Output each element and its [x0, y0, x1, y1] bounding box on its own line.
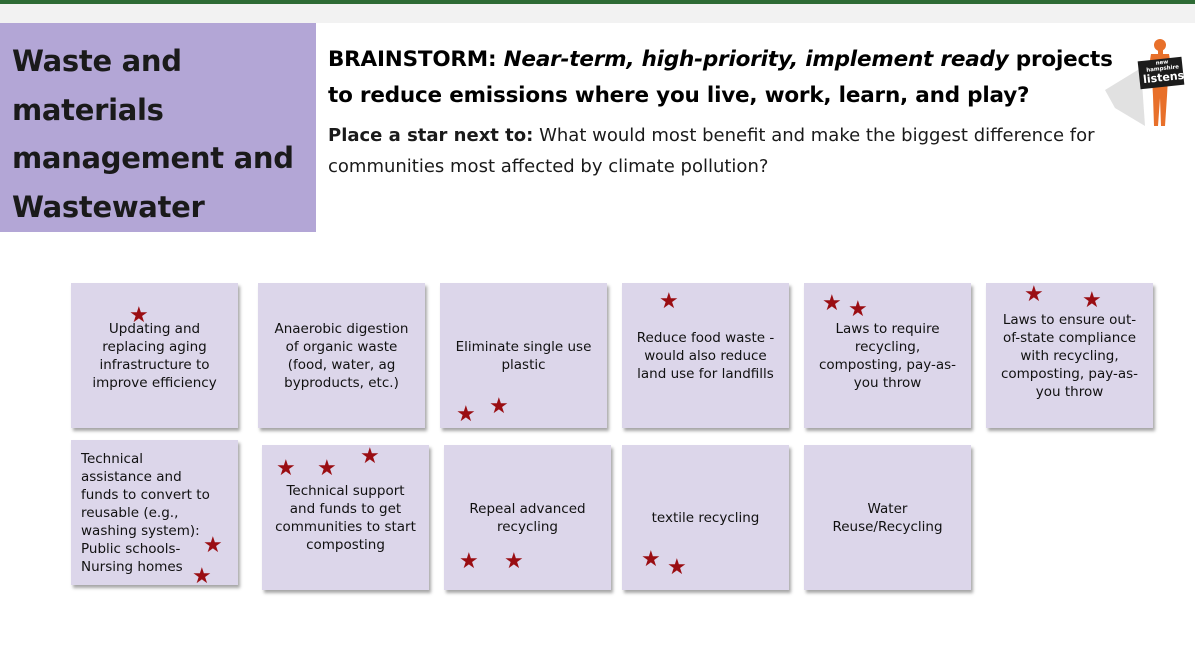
- section-title-line: management and: [12, 141, 294, 175]
- section-title-line: Wastewater: [12, 189, 205, 224]
- sticky-note-text: Laws to ensure out-of-state compliance w…: [1000, 311, 1139, 400]
- star-icon[interactable]: ★: [459, 549, 479, 574]
- sticky-note[interactable]: Eliminate single use plastic: [440, 283, 607, 428]
- section-title-box: Waste and materials management and Waste…: [0, 23, 316, 232]
- star-icon[interactable]: ★: [504, 549, 524, 574]
- section-title-line: Waste and: [12, 44, 182, 78]
- star-icon[interactable]: ★: [822, 291, 842, 316]
- sticky-note-text: Laws to require recycling, composting, p…: [818, 320, 957, 391]
- person-silhouette-icon: [1105, 39, 1185, 126]
- star-icon[interactable]: ★: [456, 402, 476, 427]
- sticky-note-text: Water Reuse/Recycling: [832, 500, 943, 535]
- star-icon[interactable]: ★: [192, 564, 212, 589]
- sticky-note-text: Anaerobic digestion of organic waste (fo…: [274, 320, 409, 391]
- sticky-note-text: Technical assistance and funds to conver…: [81, 450, 210, 575]
- section-title: Waste and materials management and Waste…: [12, 37, 306, 231]
- sticky-note-text: Technical support and funds to get commu…: [275, 482, 416, 553]
- brainstorm-heading: BRAINSTORM: Near-term, high-priority, im…: [328, 42, 1128, 114]
- star-icon[interactable]: ★: [203, 533, 223, 558]
- star-icon[interactable]: ★: [489, 394, 509, 419]
- star-icon[interactable]: ★: [667, 555, 687, 580]
- star-icon[interactable]: ★: [1082, 288, 1102, 313]
- heading-suffix: projects to reduce emissions where you l…: [328, 47, 1113, 108]
- sticky-note[interactable]: Reduce food waste - would also reduce la…: [622, 283, 789, 428]
- sticky-note[interactable]: Updating and replacing aging infrastruct…: [71, 283, 238, 428]
- sticky-note[interactable]: Water Reuse/Recycling: [804, 445, 971, 590]
- star-icon[interactable]: ★: [659, 289, 679, 314]
- star-icon[interactable]: ★: [276, 456, 296, 481]
- sticky-note[interactable]: Technical assistance and funds to conver…: [71, 440, 238, 585]
- sticky-note-text: Repeal advanced recycling: [469, 500, 586, 535]
- star-instruction: Place a star next to: What would most be…: [328, 120, 1118, 182]
- sticky-note[interactable]: textile recycling: [622, 445, 789, 590]
- sticky-note-text: textile recycling: [651, 509, 760, 526]
- star-icon[interactable]: ★: [641, 547, 661, 572]
- star-icon[interactable]: ★: [848, 297, 868, 322]
- section-title-line: materials: [12, 92, 164, 127]
- star-instruction-label: Place a star next to:: [328, 125, 534, 146]
- sticky-note[interactable]: Laws to ensure out-of-state compliance w…: [986, 283, 1153, 428]
- heading-prefix: BRAINSTORM:: [328, 47, 504, 72]
- star-icon[interactable]: ★: [360, 444, 380, 469]
- nh-listens-logo: new hampshire listens: [1140, 58, 1186, 86]
- top-band: [0, 4, 1195, 23]
- sticky-note-text: Reduce food waste - would also reduce la…: [636, 329, 775, 382]
- top-accent-bar: [0, 0, 1195, 4]
- star-icon[interactable]: ★: [317, 456, 337, 481]
- star-instruction-text: What would most benefit and make the big…: [328, 125, 1095, 177]
- star-icon[interactable]: ★: [1024, 282, 1044, 307]
- heading-italic: Near-term, high-priority, implement read…: [503, 47, 1009, 72]
- sticky-note[interactable]: Anaerobic digestion of organic waste (fo…: [258, 283, 425, 428]
- sticky-note-text: Eliminate single use plastic: [455, 338, 592, 373]
- sticky-note-text: Updating and replacing aging infrastruct…: [92, 320, 217, 391]
- sticky-note[interactable]: Repeal advanced recycling: [444, 445, 611, 590]
- sticky-note[interactable]: Laws to require recycling, composting, p…: [804, 283, 971, 428]
- sticky-note[interactable]: Technical support and funds to get commu…: [262, 445, 429, 590]
- star-icon[interactable]: ★: [129, 303, 149, 328]
